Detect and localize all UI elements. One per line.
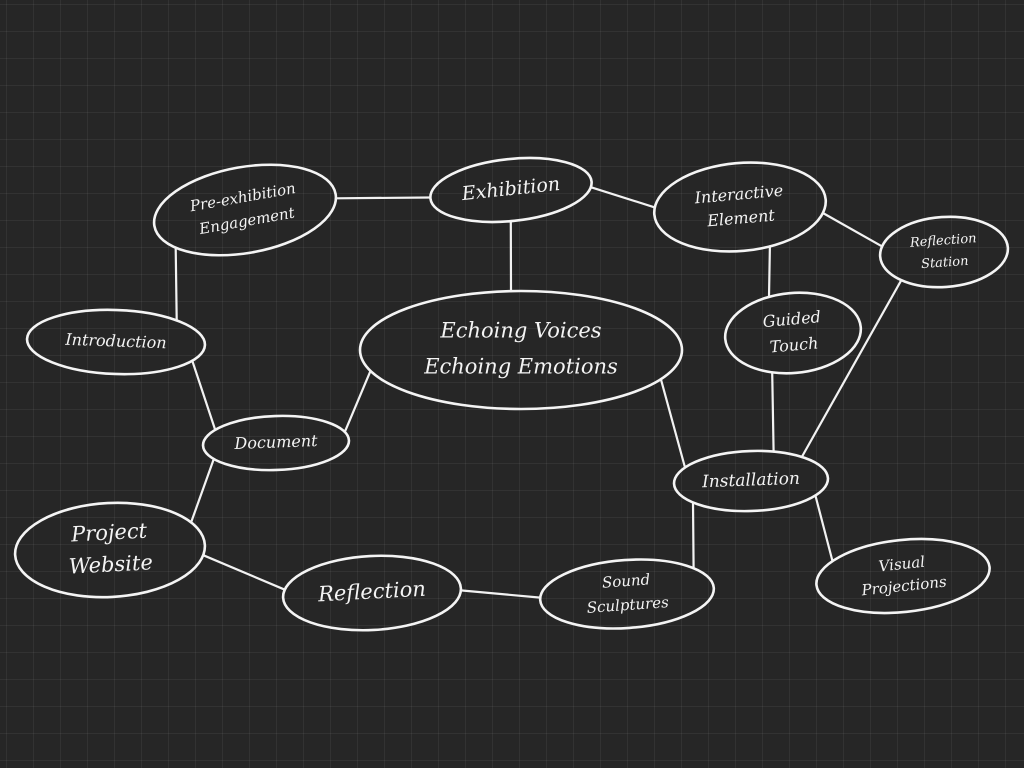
- edge-installation-to-guided-touch: [771, 371, 775, 453]
- edge-introduction-to-document: [191, 359, 217, 431]
- node-guided-touch-label: Touch: [769, 333, 819, 356]
- edge-project-website-to-reflection: [202, 554, 286, 591]
- node-pre-exhibition-outline: [152, 163, 338, 257]
- node-interactive-element-label: Interactive: [693, 181, 784, 208]
- node-introduction-outline: [25, 308, 207, 376]
- node-reflection-station-label: Reflection: [908, 231, 977, 251]
- node-visual-projections-label: Visual: [878, 553, 926, 576]
- node-visual-projections-label: Projections: [860, 572, 948, 599]
- node-exhibition-outline: [429, 156, 593, 224]
- node-installation-outline: [672, 449, 830, 513]
- node-reflection[interactable]: Reflection: [281, 551, 463, 634]
- edge-center-to-installation: [659, 378, 687, 469]
- node-reflection-station-label: Station: [921, 254, 969, 272]
- edge-interactive-element-to-guided-touch: [767, 245, 772, 298]
- node-center-label: Echoing Emotions: [423, 355, 618, 379]
- node-center-outline: [358, 289, 684, 411]
- node-document[interactable]: Document: [201, 413, 351, 472]
- node-reflection-outline: [281, 554, 463, 632]
- edge-reflection-to-sound-sculptures: [459, 589, 542, 599]
- node-installation[interactable]: Installation: [672, 448, 830, 513]
- edge-exhibition-to-pre-exhibition: [334, 196, 432, 200]
- node-sound-sculptures-outline: [538, 558, 716, 630]
- node-center-label: Echoing Voices: [439, 319, 601, 343]
- node-reflection-station-outline: [878, 215, 1010, 289]
- node-guided-touch-label: Guided: [762, 307, 822, 331]
- edge-interactive-element-to-reflection-station: [821, 211, 884, 248]
- connections: [174, 186, 903, 599]
- node-exhibition[interactable]: Exhibition: [427, 151, 595, 230]
- edge-pre-exhibition-to-introduction: [174, 246, 178, 322]
- node-sound-sculptures-label: Sound: [601, 570, 650, 591]
- edge-center-to-document: [343, 369, 372, 433]
- edge-installation-to-reflection-station: [800, 279, 903, 459]
- node-visual-projections-outline: [815, 537, 991, 615]
- node-project-website-label: Website: [68, 550, 153, 578]
- node-document-label: Document: [233, 431, 318, 453]
- node-installation-label: Installation: [701, 469, 800, 492]
- node-introduction-label: Introduction: [64, 330, 167, 353]
- node-project-website-outline: [13, 501, 207, 599]
- node-interactive-element-label: Element: [705, 205, 776, 230]
- node-introduction[interactable]: Introduction: [25, 307, 207, 377]
- node-interactive-element-outline: [652, 161, 828, 253]
- edge-installation-to-visual-projections: [814, 494, 834, 563]
- node-reflection-label: Reflection: [316, 577, 426, 607]
- node-project-website-label: Project: [70, 519, 149, 547]
- node-guided-touch-outline: [723, 291, 863, 375]
- node-sound-sculptures-label: Sculptures: [586, 593, 670, 617]
- edge-document-to-project-website: [190, 457, 215, 524]
- node-exhibition-label: Exhibition: [460, 173, 561, 205]
- node-document-outline: [201, 414, 351, 472]
- edge-exhibition-to-interactive-element: [589, 186, 656, 209]
- edge-sound-sculptures-to-installation: [691, 501, 695, 570]
